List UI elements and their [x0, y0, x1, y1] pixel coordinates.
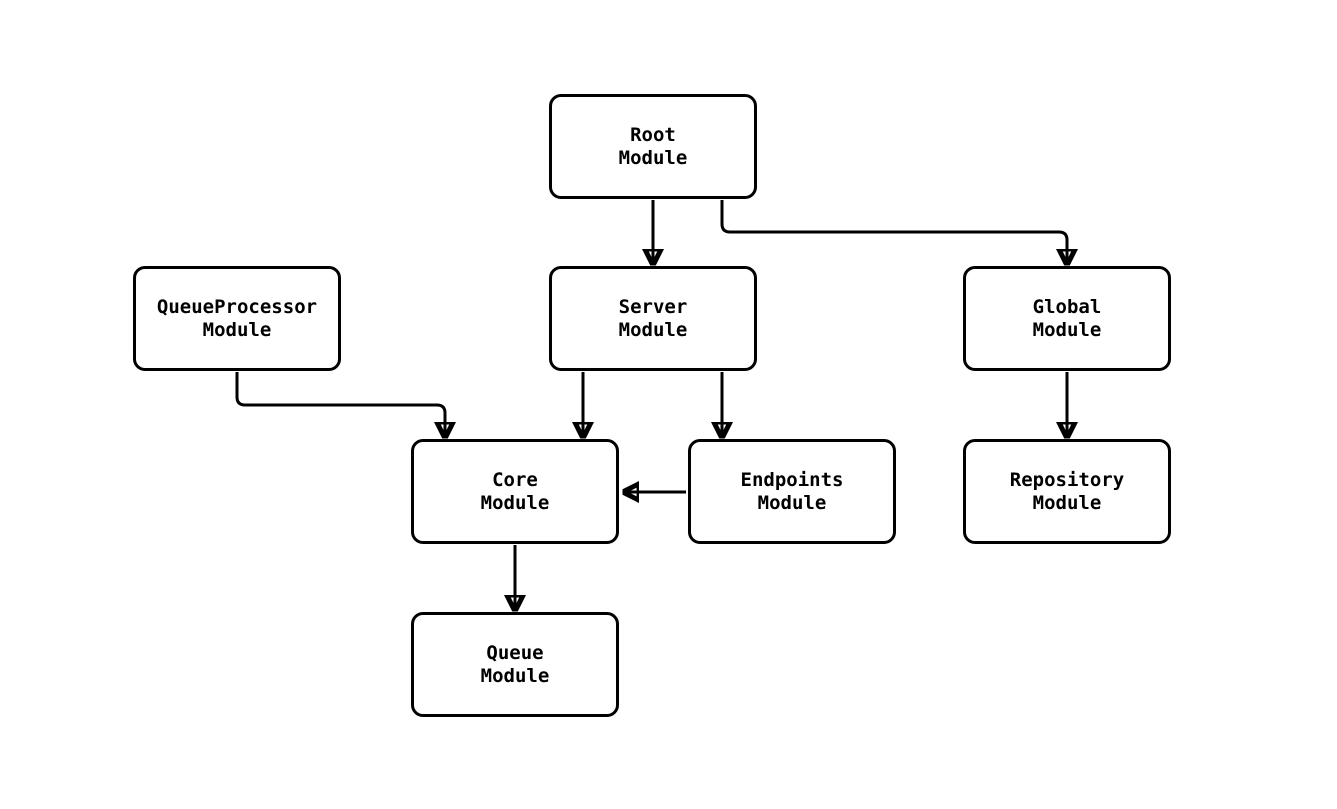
node-label: Module — [618, 318, 688, 341]
node-server-module: Server Module — [549, 266, 757, 371]
node-repository-module: Repository Module — [963, 439, 1171, 544]
node-global-module: Global Module — [963, 266, 1171, 371]
node-label: Module — [202, 318, 272, 341]
node-label: Module — [757, 491, 827, 514]
node-label: Repository — [1009, 468, 1125, 491]
node-label: Module — [1032, 491, 1102, 514]
node-label: Server — [618, 295, 688, 318]
node-label: Queue — [486, 641, 544, 664]
node-root-module: Root Module — [549, 94, 757, 199]
node-label: Module — [480, 664, 550, 687]
node-queueprocessor-module: QueueProcessor Module — [133, 266, 341, 371]
edge-root-to-global — [720, 200, 1067, 263]
node-label: Core — [492, 468, 538, 491]
node-queue-module: Queue Module — [411, 612, 619, 717]
node-core-module: Core Module — [411, 439, 619, 544]
edge-queueprocessor-to-core — [235, 372, 445, 436]
node-label: Root — [630, 123, 676, 146]
node-endpoints-module: Endpoints Module — [688, 439, 896, 544]
node-label: Global — [1032, 295, 1102, 318]
node-label: Module — [480, 491, 550, 514]
node-label: Endpoints — [740, 468, 844, 491]
node-label: QueueProcessor — [156, 295, 318, 318]
node-label: Module — [1032, 318, 1102, 341]
node-label: Module — [618, 146, 688, 169]
